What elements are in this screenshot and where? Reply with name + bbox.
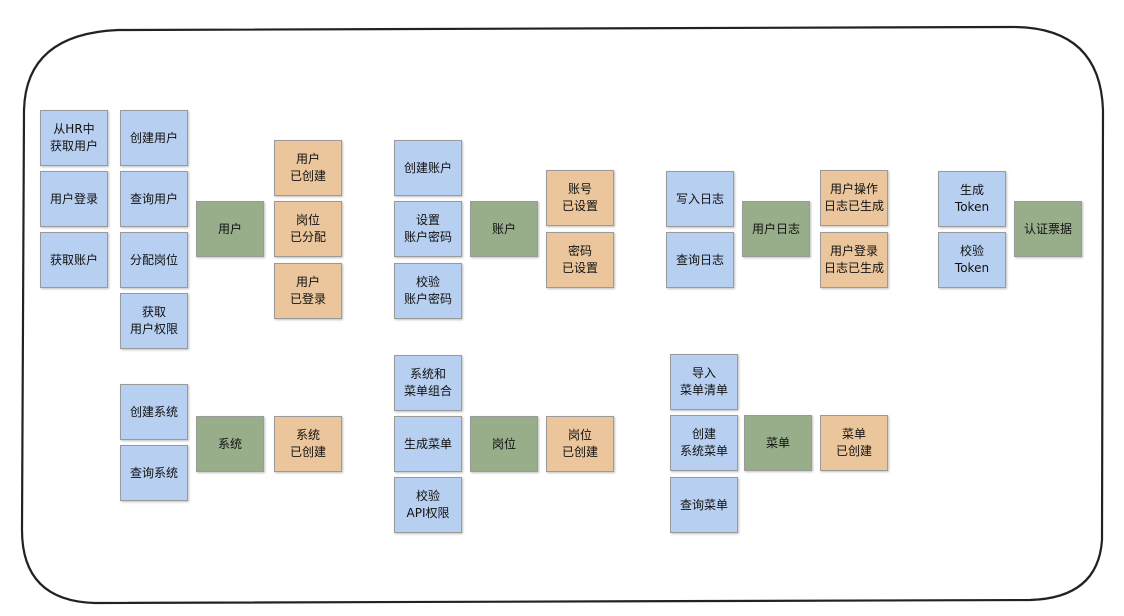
command-set-account-password: 设置 账户密码 xyxy=(394,201,462,257)
command-query-log: 查询日志 xyxy=(666,232,734,288)
event-user-logged-in: 用户 已登录 xyxy=(274,263,342,319)
command-generate-token: 生成 Token xyxy=(938,171,1006,227)
event-user-login-log-generated: 用户登录 日志已生成 xyxy=(820,232,888,288)
event-menu-created: 菜单 已创建 xyxy=(820,415,888,471)
command-query-user: 查询用户 xyxy=(120,171,188,227)
command-write-log: 写入日志 xyxy=(666,171,734,227)
event-user-created: 用户 已创建 xyxy=(274,140,342,196)
event-password-set: 密码 已设置 xyxy=(546,232,614,288)
event-system-created: 系统 已创建 xyxy=(274,416,342,472)
command-create-system-menu: 创建 系统菜单 xyxy=(670,415,738,471)
command-create-system: 创建系统 xyxy=(120,384,188,440)
command-verify-api-permission: 校验 API权限 xyxy=(394,477,462,533)
event-account-set: 账号 已设置 xyxy=(546,170,614,226)
aggregate-account: 账户 xyxy=(470,201,538,257)
command-generate-menu: 生成菜单 xyxy=(394,416,462,472)
command-get-user-permissions: 获取 用户权限 xyxy=(120,293,188,349)
aggregate-auth-ticket: 认证票据 xyxy=(1014,201,1082,257)
aggregate-menu: 菜单 xyxy=(744,415,812,471)
aggregate-user: 用户 xyxy=(196,201,264,257)
command-assign-position: 分配岗位 xyxy=(120,232,188,288)
command-import-menu-list: 导入 菜单清单 xyxy=(670,354,738,410)
command-get-account: 获取账户 xyxy=(40,232,108,288)
command-get-user-from-hr: 从HR中 获取用户 xyxy=(40,110,108,166)
command-verify-account-password: 校验 账户密码 xyxy=(394,263,462,319)
command-user-login: 用户登录 xyxy=(40,171,108,227)
command-query-system: 查询系统 xyxy=(120,445,188,501)
command-create-user: 创建用户 xyxy=(120,110,188,166)
event-position-created: 岗位 已创建 xyxy=(546,416,614,472)
command-create-account: 创建账户 xyxy=(394,140,462,196)
aggregate-position: 岗位 xyxy=(470,416,538,472)
command-combine-system-menu: 系统和 菜单组合 xyxy=(394,355,462,411)
event-user-operation-log-generated: 用户操作 日志已生成 xyxy=(820,170,888,226)
command-verify-token: 校验 Token xyxy=(938,232,1006,288)
command-query-menu: 查询菜单 xyxy=(670,477,738,533)
event-position-assigned: 岗位 已分配 xyxy=(274,201,342,257)
aggregate-system: 系统 xyxy=(196,416,264,472)
aggregate-user-log: 用户日志 xyxy=(742,201,810,257)
